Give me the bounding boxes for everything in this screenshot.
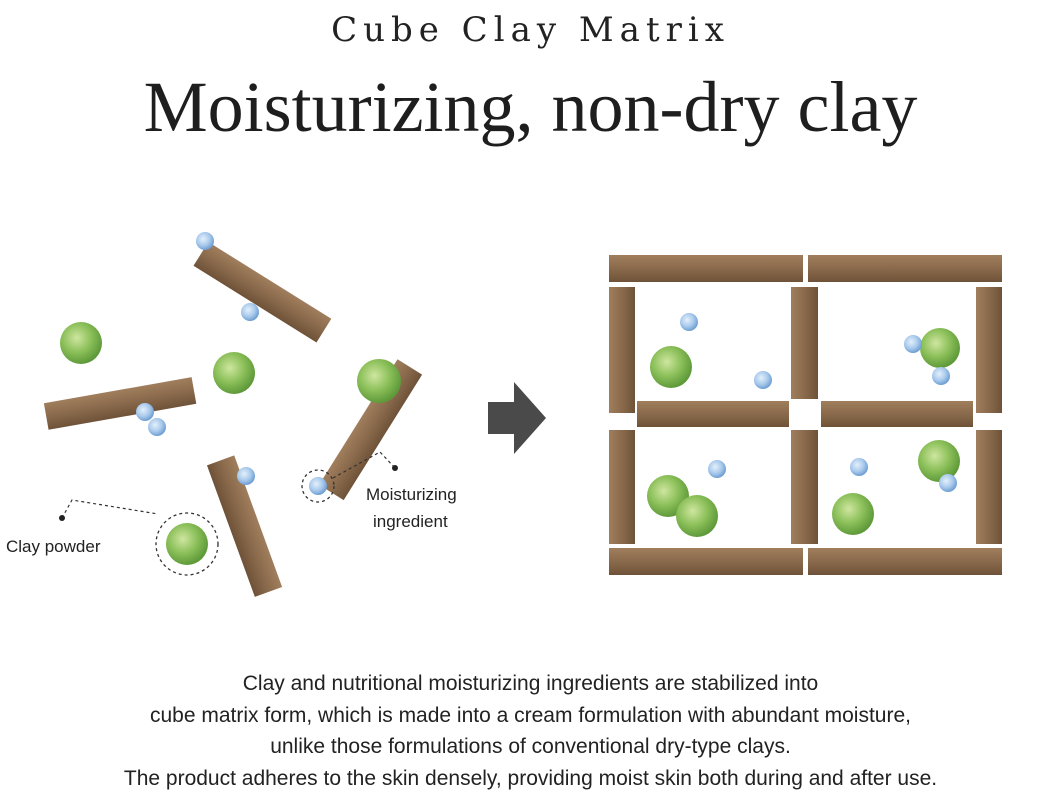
moisture-particle — [708, 460, 726, 478]
moisture-particle — [241, 303, 259, 321]
matrix-bar-horizontal — [609, 548, 803, 575]
clay-powder-particle — [650, 346, 692, 388]
leader-line — [332, 451, 396, 479]
matrix-bar-vertical — [791, 430, 818, 544]
matrix-bar-vertical — [609, 287, 635, 413]
moisture-particle — [850, 458, 868, 476]
clay-powder-particle — [60, 322, 102, 364]
moisture-particle — [196, 232, 214, 250]
transform-arrow — [488, 382, 546, 454]
matrix-bar-horizontal — [808, 548, 1002, 575]
clay-plank — [193, 241, 332, 343]
cube-matrix — [609, 255, 1002, 575]
description: Clay and nutritional moisturizing ingred… — [0, 668, 1061, 794]
moisture-particle — [932, 367, 950, 385]
page-title: Moisturizing, non-dry clay — [143, 67, 918, 147]
matrix-bar-horizontal — [637, 401, 789, 427]
clay-powder-particle — [357, 359, 401, 403]
subtitle: Cube Clay Matrix — [331, 10, 730, 50]
matrix-bar-vertical — [609, 430, 635, 544]
matrix-bar-vertical — [976, 287, 1002, 413]
clay-powder-particle — [832, 493, 874, 535]
clay-plank — [206, 455, 283, 597]
moisturizing-label-line2: ingredient — [373, 512, 448, 531]
matrix-bar-vertical — [976, 430, 1002, 544]
scattered-components: Clay powder Moisturizing ingredient — [6, 232, 457, 597]
moisture-particle — [904, 335, 922, 353]
description-line: Clay and nutritional moisturizing ingred… — [242, 672, 819, 695]
moisture-particle — [754, 371, 772, 389]
moisture-particle — [309, 477, 327, 495]
moisture-particle — [237, 467, 255, 485]
description-line: cube matrix form, which is made into a c… — [150, 703, 911, 727]
leader-dot — [59, 515, 65, 521]
description-line: unlike those formulations of conventiona… — [270, 735, 791, 758]
clay-powder-particle — [920, 328, 960, 368]
clay-powder-particle — [166, 523, 208, 565]
moisture-particle — [148, 418, 166, 436]
matrix-bar-horizontal — [609, 255, 803, 282]
matrix-bar-horizontal — [821, 401, 973, 427]
clay-powder-particle — [918, 440, 960, 482]
clay-powder-particle — [676, 495, 718, 537]
moisturizing-label-line1: Moisturizing — [366, 485, 457, 504]
description-line: The product adheres to the skin densely,… — [123, 766, 938, 790]
moisture-particle — [939, 474, 957, 492]
matrix-bar-horizontal — [808, 255, 1002, 282]
moisture-particle — [136, 403, 154, 421]
clay-powder-label: Clay powder — [6, 537, 101, 556]
moisture-particle — [680, 313, 698, 331]
matrix-bar-vertical — [791, 287, 818, 399]
leader-dot — [392, 465, 398, 471]
clay-plank — [43, 377, 197, 430]
clay-powder-particle — [213, 352, 255, 394]
highlight-ring — [155, 512, 219, 576]
highlight-ring — [301, 469, 335, 503]
leader-line — [61, 499, 159, 519]
